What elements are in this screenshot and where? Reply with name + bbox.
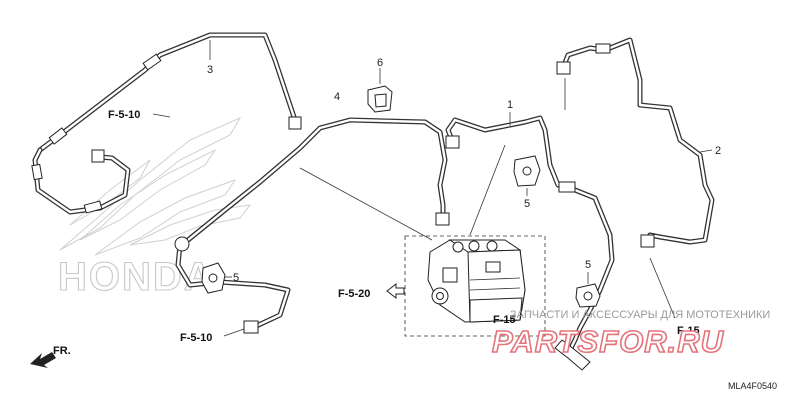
part-number-6: 6 [377, 57, 383, 69]
ref-label-f-15-left[interactable]: F-15 [493, 314, 516, 326]
front-arrow-icon [30, 352, 56, 368]
abs-unit-boundary [404, 235, 546, 337]
part-number-4: 4 [334, 91, 340, 103]
watermark-caption: ЗАПЧАСТИ И АКСЕССУАРЫ ДЛЯ МОТОТЕХНИКИ [510, 309, 770, 321]
arrow-left-icon [386, 282, 405, 300]
pipe-clip [558, 181, 576, 193]
clamp-5-right [575, 272, 601, 308]
pipe-clip [595, 43, 611, 54]
ref-label-f-5-20[interactable]: F-5-20 [338, 288, 370, 300]
brake-pipe-3 [31, 32, 302, 215]
pipe-clip [142, 53, 162, 71]
front-direction-label: FR. [53, 345, 71, 357]
ref-label-f-15-right[interactable]: F-15 [677, 325, 700, 337]
part-number-1: 1 [507, 99, 513, 111]
part-number-5-center: 5 [524, 198, 530, 210]
flare-nut [288, 116, 302, 130]
ref-label-f-5-10-bottom[interactable]: F-5-10 [180, 332, 212, 344]
honda-watermark-logo: HONDA [58, 255, 215, 299]
part-number-3: 3 [207, 64, 213, 76]
watermark-site-logo: PARTSFOR.RU [492, 324, 725, 359]
front-direction-indicator: FR. [30, 345, 71, 368]
pipe-clip [48, 127, 68, 145]
brake-pipe-4 [174, 117, 450, 334]
diagram-code: MLA4F0540 [728, 381, 777, 391]
part-number-5-right: 5 [585, 259, 591, 271]
flare-nut [91, 149, 105, 163]
ref-label-f-5-10-top[interactable]: F-5-10 [108, 109, 140, 121]
brake-pipe-1 [445, 112, 615, 371]
abs-modulator-unit [404, 235, 546, 337]
pipe-clip [31, 163, 43, 181]
ref-leader [223, 328, 245, 337]
pipe-end-fitting [554, 339, 591, 371]
clamp-5-center [513, 155, 541, 196]
clamp-5-left [201, 262, 232, 294]
ref-leader [152, 113, 171, 118]
flare-nut [640, 234, 655, 248]
flare-nut [243, 320, 259, 334]
clamp-6 [367, 68, 393, 113]
flare-nut [556, 61, 571, 75]
part-number-2: 2 [715, 145, 721, 157]
flare-nut [435, 212, 450, 226]
flare-nut [445, 135, 460, 149]
brake-pipe-2 [556, 37, 715, 319]
part-number-5-left: 5 [233, 272, 239, 284]
pipe-grommet [174, 236, 190, 252]
pipe-clip [83, 200, 103, 214]
